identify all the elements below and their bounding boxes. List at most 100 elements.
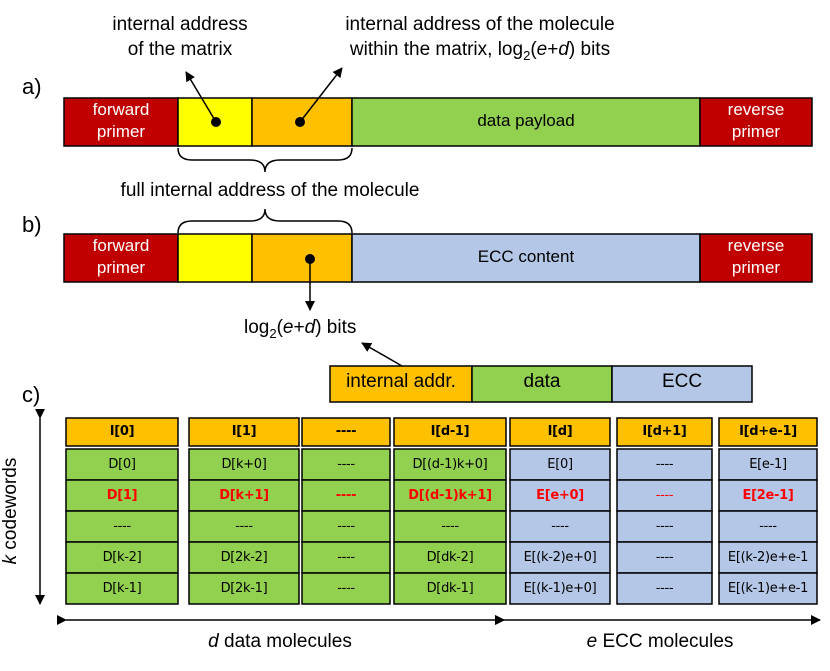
molecule-address-line-1: internal address of the molecule <box>345 14 615 35</box>
e-axis-text: ECC molecules <box>597 631 734 652</box>
matrix-cell-label: E[(k-1)e+0] <box>523 581 597 596</box>
panel-label-b: b) <box>22 212 42 237</box>
legend-to-bits-arrow <box>361 342 403 367</box>
molecule-address-var-e: e <box>536 39 548 60</box>
molecule-address-annotation: internal address of the molecule within … <box>290 12 670 68</box>
matrix-cell-label: D[k-1] <box>102 581 142 596</box>
matrix-header-label: ---- <box>335 424 357 439</box>
strand-a-forward-primer-line-2: primer <box>96 122 146 141</box>
matrix-cell-label: D[k-2] <box>102 550 142 565</box>
matrix-address-annotation: internal address of the matrix <box>60 12 300 62</box>
panel-label-c: c) <box>22 382 41 407</box>
matrix-data-cell <box>509 572 611 605</box>
molecule-address-open: ( <box>530 39 537 60</box>
strand-a-forward-primer-line-1: forward <box>92 100 150 119</box>
matrix-cell-label: D[2k-1] <box>220 581 268 596</box>
matrix-data-cell <box>393 448 507 481</box>
e-axis-label: e ECC molecules <box>540 631 780 653</box>
matrix-data-cell <box>509 541 611 574</box>
matrix-header-label: I[d] <box>547 424 573 439</box>
matrix-header-label: I[1] <box>231 424 257 439</box>
matrix-cell-label: ---- <box>235 519 253 534</box>
matrix-cell-label: D[(d-1)k+0] <box>412 457 488 472</box>
matrix-header-cell <box>301 417 391 447</box>
bits-label-open: ( <box>276 317 283 338</box>
legend-address-swatch <box>329 365 473 403</box>
matrix-cell-label: D[(d-1)k+1] <box>408 488 492 503</box>
matrix-data-cell <box>718 572 818 605</box>
d-axis-label: d data molecules <box>150 631 410 653</box>
k-axis-var: k <box>0 554 21 565</box>
matrix-cell-label: ---- <box>113 519 131 534</box>
matrix-header-label: I[0] <box>109 424 135 439</box>
matrix-cell-label: ---- <box>655 581 674 596</box>
matrix-header-label: I[d+1] <box>642 424 687 439</box>
matrix-data-cell <box>188 572 300 605</box>
matrix-data-cell <box>301 448 391 481</box>
legend-address-label: internal addr. <box>346 371 456 392</box>
matrix-cell-label: ---- <box>655 550 674 565</box>
matrix-data-cell <box>188 479 300 512</box>
matrix-header-cell <box>718 417 818 447</box>
matrix-header-label: I[d-1] <box>430 424 470 439</box>
matrix-cell-label: D[0] <box>108 457 136 472</box>
matrix-cell-label: D[dk-2] <box>426 550 474 565</box>
matrix-cell-label: ---- <box>337 550 355 565</box>
strand-a-forward-primer-block <box>63 97 179 147</box>
matrix-cell-label: ---- <box>337 519 355 534</box>
molecule-address-line-2: within the matrix, log2(e+d) bits <box>290 37 670 68</box>
matrix-data-cell <box>188 541 300 574</box>
strand-a-forward-primer-label: forward primer <box>64 99 178 143</box>
d-axis-text: data molecules <box>218 631 352 652</box>
strand-b-forward-primer-line-1: forward <box>92 236 150 255</box>
matrix-cell-label: ---- <box>337 581 355 596</box>
strand-a-reverse-primer-block <box>699 97 813 147</box>
d-axis-var: d <box>208 631 219 652</box>
matrix-address-line-1: internal address <box>112 14 248 35</box>
matrix-cell-label: D[dk-1] <box>426 581 474 596</box>
matrix-cell-label: ---- <box>337 457 355 472</box>
strand-b-forward-primer-label: forward primer <box>64 235 178 279</box>
matrix-cell-label: E[(k-2)e+e-1 <box>727 550 809 565</box>
matrix-cell-label: D[1] <box>106 488 138 503</box>
strand-b <box>63 233 813 311</box>
bits-label-var-d: d <box>304 317 316 338</box>
matrix-cell-label: ---- <box>551 519 569 534</box>
bits-label-plus: + <box>293 317 305 338</box>
matrix-data-cell <box>65 572 179 605</box>
strand-a-reverse-primer-label: reverse primer <box>700 99 812 143</box>
bits-label-var-e: e <box>282 317 294 338</box>
matrix-header-label: I[d+e-1] <box>739 424 797 439</box>
strand-b-molecule-address-block <box>251 233 353 283</box>
strand-a <box>63 67 813 147</box>
matrix-address-pointer <box>185 71 217 123</box>
matrix-data-cell <box>718 479 818 512</box>
matrix-cell-label: E[(k-1)e+e-1 <box>727 581 809 596</box>
matrix-data-cell <box>301 479 391 512</box>
molecule-address-subscript: 2 <box>523 47 531 63</box>
strand-b-ecc-block <box>351 233 701 283</box>
strand-b-reverse-primer-label: reverse primer <box>700 235 812 279</box>
matrix-cell-label: ---- <box>335 488 357 503</box>
matrix-cell-label: D[k+0] <box>221 457 267 472</box>
matrix-data-cell <box>301 510 391 543</box>
matrix-data-cell <box>65 510 179 543</box>
matrix-data-cell <box>188 510 300 543</box>
molecule-address-end: ) bits <box>568 39 611 60</box>
matrix-address-line-2: of the matrix <box>127 39 233 60</box>
strand-a-reverse-primer-line-2: primer <box>731 122 781 141</box>
matrix-data-cell <box>65 479 179 512</box>
matrix <box>65 417 818 605</box>
panel-label-a: a) <box>22 74 42 99</box>
legend-ecc-swatch <box>611 365 753 403</box>
legend-data-label: data <box>523 371 561 392</box>
matrix-data-cell <box>718 448 818 481</box>
matrix-cell-label: ---- <box>655 519 674 534</box>
brace-over-strand-b <box>177 208 353 234</box>
matrix-data-cell <box>393 510 507 543</box>
matrix-data-cell <box>393 572 507 605</box>
matrix-data-cell <box>718 541 818 574</box>
matrix-cell-label: E[(k-2)e+0] <box>523 550 597 565</box>
matrix-data-cell <box>616 541 713 574</box>
